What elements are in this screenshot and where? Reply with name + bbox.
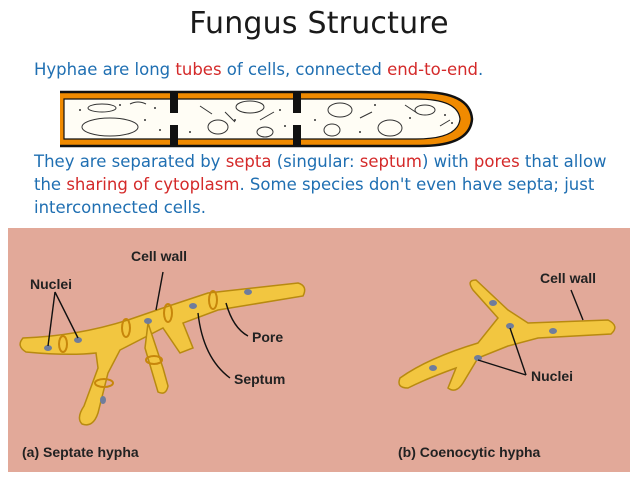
text-run: that allow the	[34, 152, 607, 194]
text-run: .	[478, 60, 484, 79]
caption-septate-hypha: (a) Septate hypha	[22, 444, 139, 460]
cell-wall-label: Cell wall	[540, 270, 597, 286]
cell-wall-label: Cell wall	[131, 248, 188, 264]
highlight-sharing-of-cytoplasm: sharing of cytoplasm	[66, 175, 240, 194]
hypha-comparison-figure: Nuclei Cell wall Pore Septum (a) Septate…	[8, 228, 630, 472]
text-run: ) with	[421, 152, 474, 171]
highlight-end-to-end: end-to-end	[387, 60, 479, 79]
highlight-septum: septum	[359, 152, 422, 171]
septum	[170, 92, 178, 146]
coenocytic-hypha-drawing	[398, 279, 616, 391]
hypha-cross-section-diagram	[60, 90, 474, 148]
nuclei-label: Nuclei	[30, 276, 73, 292]
hypha-illustrations	[19, 271, 616, 426]
slide-title: Fungus Structure	[189, 6, 449, 41]
text-run: Hyphae are long	[34, 60, 176, 79]
septum-label: Septum	[234, 371, 286, 387]
highlight-tubes: tubes	[175, 60, 222, 79]
highlight-pores: pores	[473, 152, 520, 171]
septa-description: They are separated by septa (singular: s…	[34, 150, 624, 219]
label-leader-lines	[47, 271, 584, 379]
septum	[293, 92, 301, 146]
text-run: (singular:	[271, 152, 360, 171]
intro-sentence: Hyphae are long tubes of cells, connecte…	[34, 60, 483, 79]
caption-coenocytic-hypha: (b) Coenocytic hypha	[398, 444, 541, 460]
text-run: They are separated by	[34, 152, 226, 171]
septate-hypha-drawing	[19, 282, 306, 426]
pore-label: Pore	[252, 329, 284, 345]
granules	[79, 104, 453, 133]
text-run: . Some species don't even have septa; ju…	[34, 175, 595, 217]
highlight-septa: septa	[225, 152, 272, 171]
nuclei-label: Nuclei	[531, 368, 574, 384]
organelles	[81, 100, 451, 138]
text-run: of cells, connected	[221, 60, 388, 79]
